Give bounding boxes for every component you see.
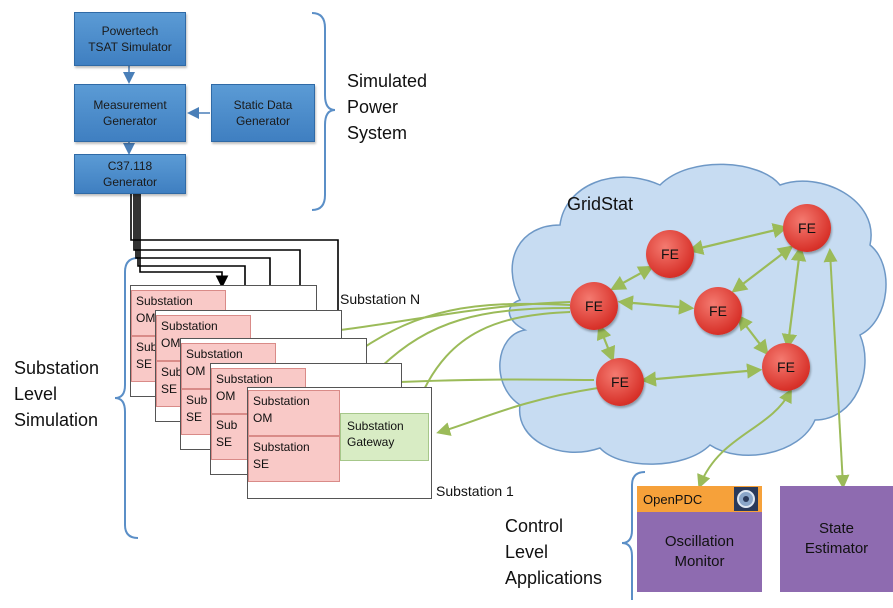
measurement-generator-box: Measurement Generator xyxy=(74,84,186,142)
oscillation-monitor-box: Oscillation Monitor xyxy=(637,512,762,592)
fe-to-oscillation-link xyxy=(697,388,792,489)
fe-node: FE xyxy=(783,204,831,252)
fe-to-state-estimator-link xyxy=(823,248,850,489)
c37-fanout-lines xyxy=(130,193,345,390)
fe-node: FE xyxy=(646,230,694,278)
static-data-generator-box: Static Data Generator xyxy=(211,84,315,142)
fe-node: FE xyxy=(570,282,618,330)
c37-generator-box: C37.118 Generator xyxy=(74,154,186,194)
gridstat-title: GridStat xyxy=(567,194,634,214)
substation-to-fe-links xyxy=(339,301,599,436)
substation-card-1: Substation OM Substation SE Substation G… xyxy=(247,387,432,499)
substation-gateway-box: Substation Gateway xyxy=(340,413,429,461)
substation-level-simulation-label: Substation Level Simulation xyxy=(14,358,100,430)
fe-node: FE xyxy=(694,287,742,335)
state-estimator-box: State Estimator xyxy=(780,486,893,592)
openpdc-banner: OpenPDC xyxy=(637,486,762,512)
substation-se-box: Substation SE xyxy=(248,436,340,482)
substation-1-label: Substation 1 xyxy=(436,483,514,499)
substation-bracket xyxy=(114,257,139,539)
openpdc-logo-icon xyxy=(734,487,758,511)
fe-node: FE xyxy=(762,343,810,391)
simulated-power-system-label: Simulated Power System xyxy=(347,71,428,143)
substation-om-box: Substation OM xyxy=(248,390,340,436)
control-level-applications-label: Control Level Applications xyxy=(505,516,603,588)
substation-n-label: Substation N xyxy=(340,291,421,307)
simulated-bracket xyxy=(311,12,336,211)
control-bracket xyxy=(621,471,646,600)
fe-node: FE xyxy=(596,358,644,406)
fe-mesh-links xyxy=(596,223,807,387)
gridstat-cloud xyxy=(499,163,887,465)
tsat-simulator-box: Powertech TSAT Simulator xyxy=(74,12,186,66)
